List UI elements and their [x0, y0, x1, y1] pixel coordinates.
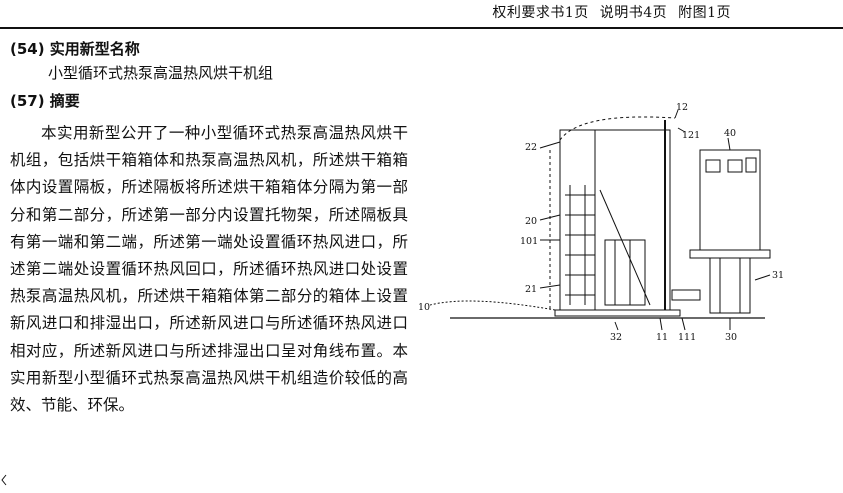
patent-figure: 12 121 40 22 20 101 21 31 10 32 11 111 3… [418, 102, 784, 343]
air-duct [671, 289, 701, 301]
heat-pump-base [689, 249, 771, 259]
label-111: 111 [678, 332, 696, 343]
abstract-text: 本实用新型公开了一种小型循环式热泵高温热风烘干机组，包括烘干箱箱体和热泵高温热风… [10, 124, 408, 415]
airflow-dashed-outline [559, 116, 676, 141]
shelf-rack [565, 185, 595, 305]
header-meta: 权利要求书1页 说明书4页 附图1页 [492, 5, 731, 21]
label-21: 21 [525, 284, 537, 295]
corner-marker [1, 474, 7, 486]
label-22: 22 [525, 142, 537, 153]
label-30: 30 [725, 332, 737, 343]
label-10: 10 [418, 302, 430, 313]
header-rule [0, 27, 843, 29]
label-121: 121 [682, 130, 700, 141]
label-12: 12 [676, 102, 688, 113]
utility-model-title: 小型循环式热泵高温热风烘干机组 [48, 64, 274, 82]
label-40: 40 [724, 128, 736, 139]
label-11: 11 [656, 332, 668, 343]
heat-pump-unit [699, 149, 761, 251]
inner-bin [604, 239, 646, 306]
label-20: 20 [525, 216, 537, 227]
label-31: 31 [772, 270, 784, 281]
section-57-label: (57) 摘要 [10, 92, 80, 110]
label-32: 32 [610, 332, 622, 343]
section-54-label: (54) 实用新型名称 [10, 40, 140, 58]
cabinet-base [554, 309, 681, 317]
label-101: 101 [520, 236, 538, 247]
